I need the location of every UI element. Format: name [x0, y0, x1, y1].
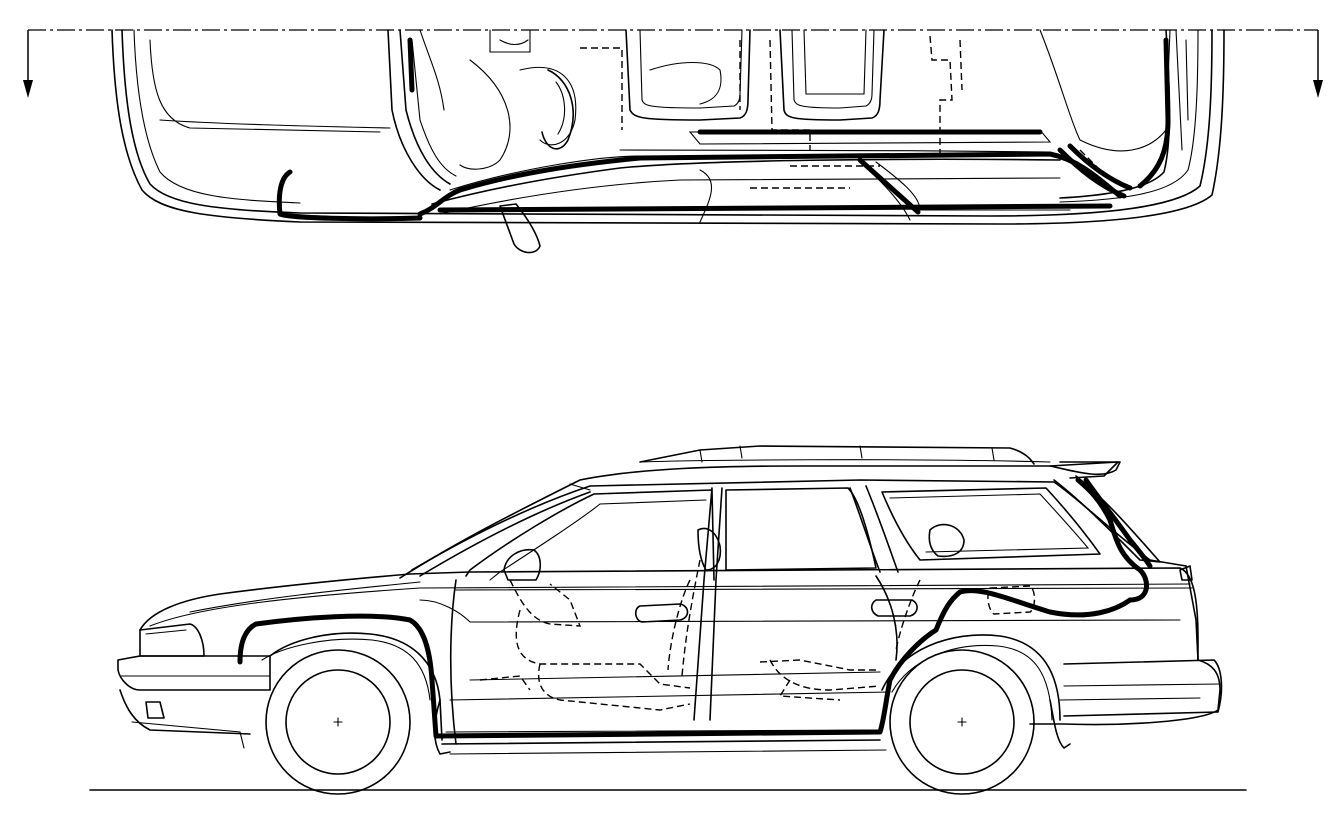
side-harness-hatch: [1075, 477, 1150, 603]
section-arrow-left: [23, 80, 33, 98]
quarter-window: [881, 487, 1101, 561]
side-harness-rear: [933, 588, 1133, 633]
front-bumper: [117, 655, 271, 691]
rocker-panel: [441, 739, 881, 745]
front-seat-outline: [509, 579, 582, 627]
headlight: [139, 623, 205, 657]
rear-bumper: [1063, 659, 1223, 717]
rear-wheel: [889, 649, 1035, 795]
top-view: [111, 29, 1225, 254]
rear-spoiler: [1049, 461, 1119, 479]
side-body-outline: [139, 567, 1221, 726]
top-harness-main: [417, 151, 1123, 217]
section-arrow-right: [1313, 80, 1323, 98]
roof-rack: [639, 445, 1035, 465]
side-view: [89, 445, 1247, 795]
rear-seat-outline: [769, 659, 881, 691]
rear-lamp: [1179, 565, 1193, 581]
side-mirror: [503, 548, 542, 581]
front-door-handle: [634, 603, 689, 623]
rear-headrest: [928, 523, 965, 558]
top-body-outline: [111, 29, 1225, 225]
fuel-door: [987, 585, 1036, 615]
rear-door-handle: [870, 599, 918, 617]
top-harness-sill: [437, 203, 1113, 213]
side-harness-sill: [429, 627, 939, 739]
side-roofline: [399, 461, 1121, 579]
side-harness-front-fender: [237, 613, 435, 683]
top-harness-front: [276, 169, 423, 222]
front-wheel: [265, 649, 411, 795]
section-cut-line: [23, 29, 1323, 98]
fog-light: [145, 701, 165, 719]
